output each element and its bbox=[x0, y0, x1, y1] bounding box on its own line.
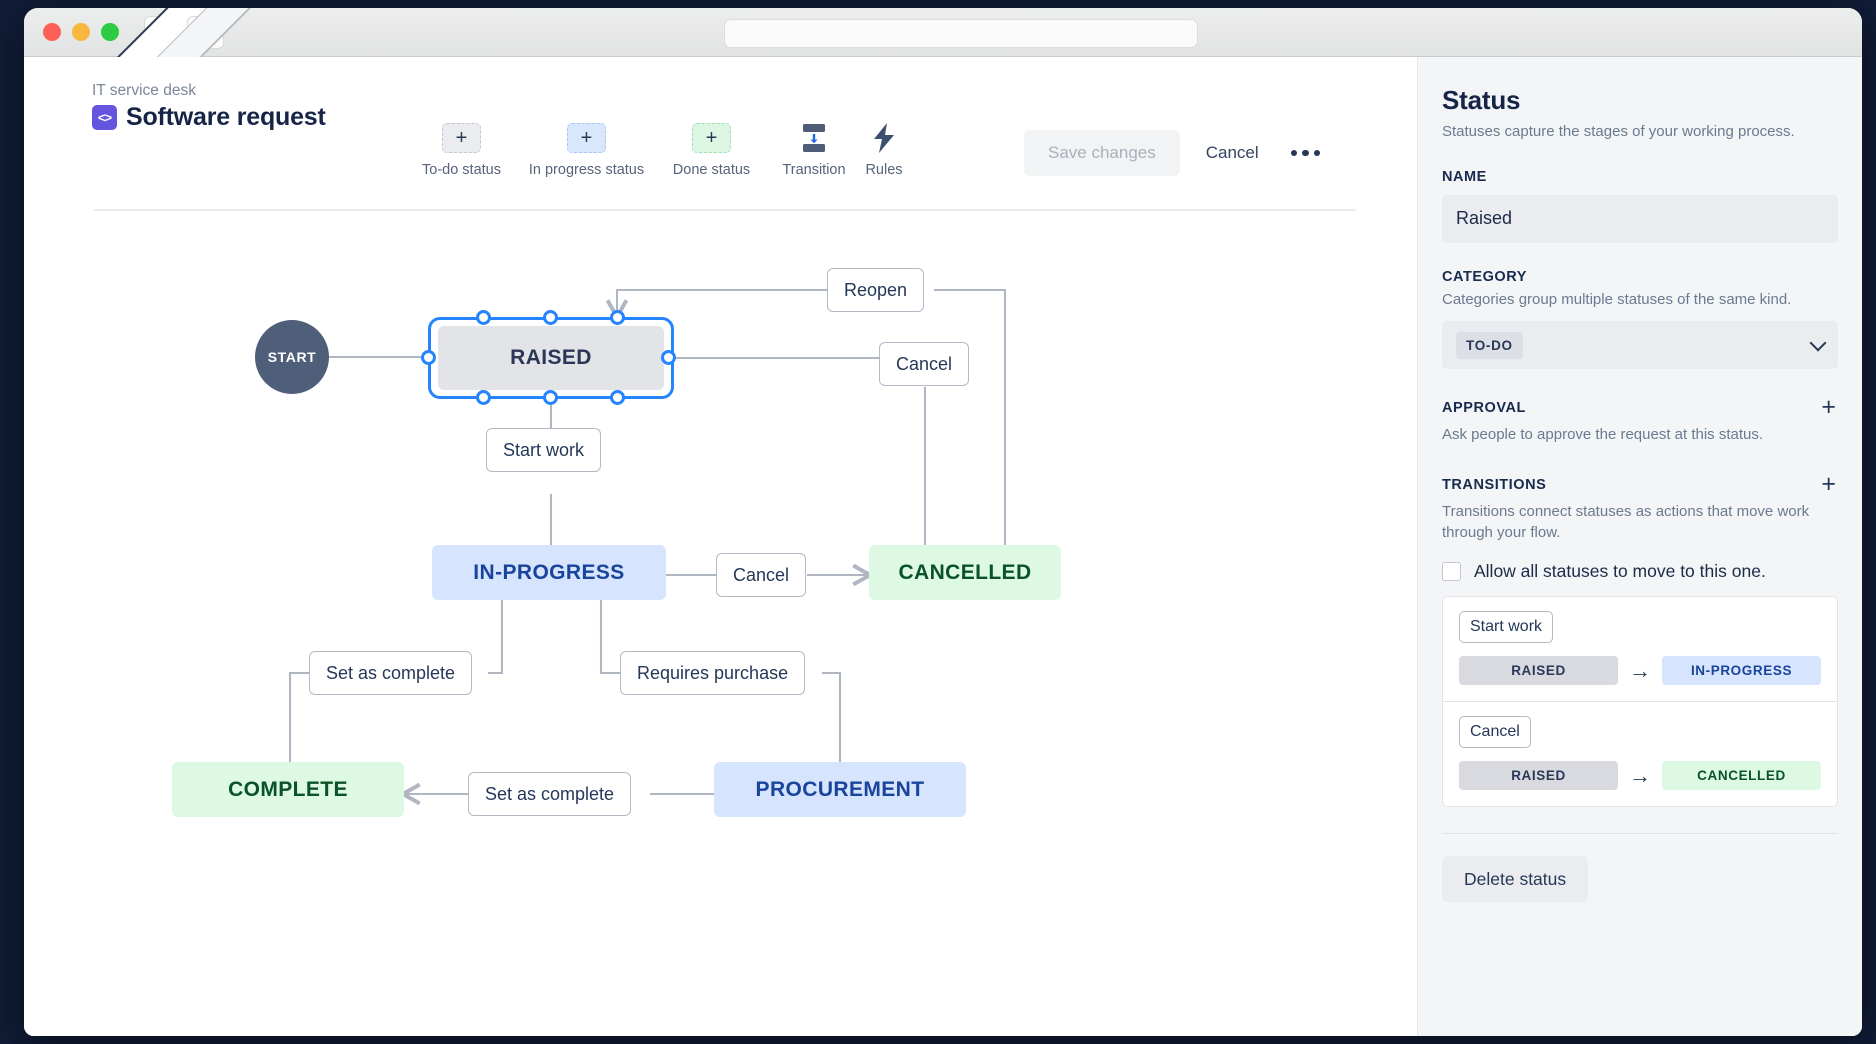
delete-status-button[interactable]: Delete status bbox=[1442, 856, 1589, 903]
tool-label: In progress status bbox=[528, 162, 645, 178]
maximize-window-icon[interactable] bbox=[101, 23, 119, 41]
transition-label-start-work[interactable]: Start work bbox=[486, 428, 602, 472]
breadcrumb[interactable]: IT service desk bbox=[92, 82, 196, 99]
transition-from-chip: RAISED bbox=[1459, 656, 1618, 686]
plus-icon: + bbox=[567, 123, 606, 153]
resize-handle-left[interactable] bbox=[421, 350, 436, 365]
transition-label-reopen[interactable]: Reopen bbox=[827, 268, 925, 312]
plus-icon: + bbox=[692, 123, 731, 153]
category-chip: TO-DO bbox=[1456, 331, 1523, 359]
arrow-right-icon: → bbox=[1629, 657, 1651, 683]
transition-label-requires-purchase[interactable]: Requires purchase bbox=[620, 651, 806, 695]
chevron-down-icon bbox=[1809, 334, 1827, 352]
node-raised[interactable]: RAISED bbox=[438, 326, 664, 390]
browser-titlebar bbox=[24, 8, 1862, 390]
add-in-progress-status-button[interactable]: + In progress status bbox=[524, 123, 649, 178]
node-in-progress[interactable]: IN-PROGRESS bbox=[432, 545, 666, 600]
resize-handle-bottom-right[interactable] bbox=[610, 390, 625, 405]
tool-label: To-do status bbox=[422, 162, 501, 178]
forward-button[interactable] bbox=[24, 8, 562, 390]
add-transition-button[interactable]: + bbox=[1821, 470, 1836, 499]
close-window-icon[interactable] bbox=[43, 23, 61, 41]
transition-to-chip: CANCELLED bbox=[1662, 761, 1821, 791]
node-complete[interactable]: COMPLETE bbox=[172, 762, 404, 817]
browser-window: IT service desk <> Software request + To… bbox=[24, 8, 1862, 1036]
header-divider bbox=[94, 209, 1356, 211]
transition-from-chip: RAISED bbox=[1459, 761, 1618, 791]
node-procurement[interactable]: PROCUREMENT bbox=[714, 762, 966, 817]
arrow-right-icon: → bbox=[1629, 762, 1651, 788]
plus-icon: + bbox=[442, 123, 481, 153]
workflow-edges bbox=[278, 288, 1007, 806]
status-details-panel: Status Statuses capture the stages of yo… bbox=[1417, 57, 1862, 1036]
transition-card-name[interactable]: Cancel bbox=[1459, 716, 1531, 749]
transition-label-cancel-raised[interactable]: Cancel bbox=[879, 342, 970, 386]
rules-button[interactable]: Rules bbox=[854, 123, 914, 178]
workflow-editor: IT service desk <> Software request + To… bbox=[24, 57, 1417, 1036]
resize-handle-right[interactable] bbox=[661, 350, 676, 365]
back-button[interactable] bbox=[24, 8, 522, 390]
transition-card[interactable]: Cancel RAISED → CANCELLED bbox=[1442, 702, 1838, 808]
tool-label: Rules bbox=[865, 162, 903, 178]
app-body: IT service desk <> Software request + To… bbox=[24, 57, 1862, 1036]
transitions-description: Transitions connect statuses as actions … bbox=[1442, 503, 1810, 541]
cancel-button[interactable]: Cancel bbox=[1200, 143, 1265, 163]
minimize-window-icon[interactable] bbox=[72, 23, 90, 41]
approval-label: APPROVAL bbox=[1442, 399, 1526, 416]
window-controls[interactable] bbox=[43, 23, 119, 41]
category-section: CATEGORY Categories group multiple statu… bbox=[1442, 269, 1838, 370]
transitions-label: TRANSITIONS bbox=[1442, 476, 1547, 493]
resize-handle-top-left[interactable] bbox=[476, 310, 491, 325]
category-select[interactable]: TO-DO bbox=[1442, 321, 1838, 370]
project-code-icon: <> bbox=[92, 105, 117, 130]
workflow-canvas[interactable]: START RAISED IN-PROGRESS CANCELLED COMPL… bbox=[24, 212, 1417, 1036]
resize-handle-bottom-center[interactable] bbox=[543, 390, 558, 405]
transition-to-chip: IN-PROGRESS bbox=[1662, 656, 1821, 686]
allow-all-statuses-checkbox[interactable] bbox=[1442, 562, 1461, 582]
page-title: Software request bbox=[126, 103, 326, 131]
save-changes-button[interactable]: Save changes bbox=[1024, 130, 1180, 176]
add-approval-button[interactable]: + bbox=[1821, 393, 1836, 422]
transition-label-set-as-complete-2[interactable]: Set as complete bbox=[468, 772, 632, 816]
resize-handle-bottom-left[interactable] bbox=[476, 390, 491, 405]
tool-label: Transition bbox=[782, 162, 846, 178]
add-todo-status-button[interactable]: + To-do status bbox=[399, 123, 524, 178]
panel-subtitle: Statuses capture the stages of your work… bbox=[1442, 123, 1795, 140]
transition-card-name[interactable]: Start work bbox=[1459, 611, 1554, 644]
add-done-status-button[interactable]: + Done status bbox=[649, 123, 774, 178]
node-cancelled[interactable]: CANCELLED bbox=[869, 545, 1061, 600]
category-description: Categories group multiple statuses of th… bbox=[1442, 290, 1792, 308]
allow-all-statuses-row[interactable]: Allow all statuses to move to this one. bbox=[1442, 561, 1838, 582]
name-label: NAME bbox=[1442, 168, 1487, 185]
panel-title: Status bbox=[1442, 85, 1521, 115]
editor-toolbar: + To-do status + In progress status + Do… bbox=[399, 123, 914, 178]
panel-content: Status Statuses capture the stages of yo… bbox=[1418, 57, 1862, 903]
transition-label-cancel-inprogress[interactable]: Cancel bbox=[716, 553, 807, 597]
allow-all-statuses-label: Allow all statuses to move to this one. bbox=[1474, 561, 1766, 582]
panel-divider bbox=[1442, 833, 1838, 835]
approval-section: APPROVAL + Ask people to approve the req… bbox=[1442, 395, 1838, 446]
lightning-icon bbox=[871, 123, 897, 153]
transition-card-list: Start work RAISED → IN-PROGRESS Cancel bbox=[1442, 596, 1838, 808]
ellipsis-icon[interactable] bbox=[1285, 142, 1327, 165]
transition-card[interactable]: Start work RAISED → IN-PROGRESS bbox=[1442, 596, 1838, 703]
node-start[interactable]: START bbox=[255, 320, 329, 394]
approval-description: Ask people to approve the request at thi… bbox=[1442, 426, 1764, 444]
page-title-row: <> Software request bbox=[92, 103, 326, 132]
url-bar[interactable] bbox=[724, 19, 1198, 48]
status-name-input[interactable]: Raised bbox=[1442, 194, 1838, 243]
transitions-section: TRANSITIONS + Transitions connect status… bbox=[1442, 470, 1838, 808]
resize-handle-top-right[interactable] bbox=[610, 310, 625, 325]
resize-handle-top-center[interactable] bbox=[543, 310, 558, 325]
tool-label: Done status bbox=[672, 162, 751, 178]
category-label: CATEGORY bbox=[1442, 268, 1527, 285]
add-transition-button[interactable]: Transition bbox=[774, 123, 854, 178]
editor-header: IT service desk <> Software request + To… bbox=[24, 57, 1417, 211]
transition-label-set-as-complete-1[interactable]: Set as complete bbox=[309, 651, 473, 695]
transition-icon bbox=[797, 123, 831, 153]
header-actions: Save changes Cancel bbox=[1024, 130, 1326, 176]
name-section: NAME Raised bbox=[1442, 169, 1838, 243]
